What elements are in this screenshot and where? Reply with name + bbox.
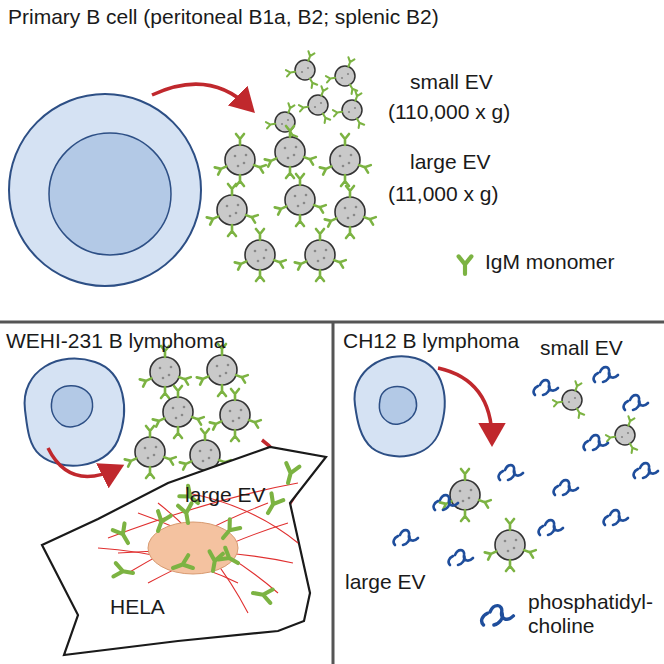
ev-label: large EV xyxy=(345,570,426,594)
ev-label: large EV xyxy=(185,483,266,507)
ev-label: small EV xyxy=(410,70,493,94)
cell-shape: HELA xyxy=(38,443,330,658)
panel-title: CH12 B lymphoma xyxy=(343,329,519,353)
panel-title: WEHI-231 B lymphoma xyxy=(6,329,225,353)
panel-title: Primary B cell (peritoneal B1a, B2; sple… xyxy=(8,5,439,29)
ev-label: (11,000 x g) xyxy=(388,182,499,206)
ev-label: large EV xyxy=(410,150,491,174)
ev-label: (110,000 x g) xyxy=(388,100,510,124)
ev-label: small EV xyxy=(540,336,623,360)
cell-label: HELA xyxy=(110,595,165,619)
legend-text: phosphatidyl- choline xyxy=(528,590,658,638)
panel: WEHI-231 B lymphomaHELA xyxy=(0,323,332,664)
cell-outline xyxy=(38,443,330,658)
legend-text: IgM monomer xyxy=(485,250,615,274)
